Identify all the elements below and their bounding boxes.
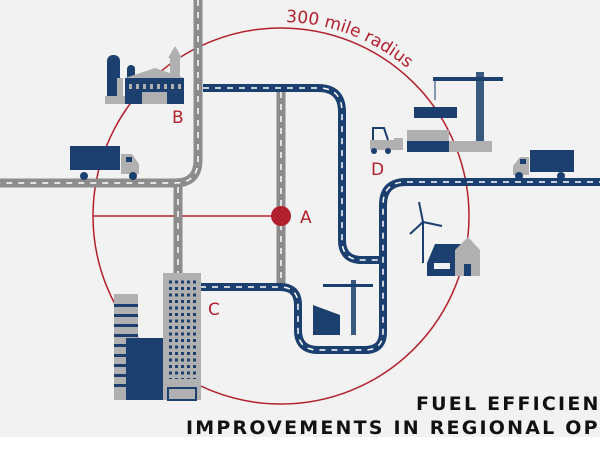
title-line-2: IMPROVEMENTS IN REGIONAL OPERATION: [186, 417, 600, 439]
point-a-marker: [271, 206, 291, 226]
forklift-icon: [370, 127, 403, 154]
background: [0, 0, 600, 437]
truck-icon: [70, 146, 139, 180]
point-c-label: C: [208, 300, 220, 320]
tower-windows: [167, 279, 197, 401]
wind-turbine-icon: [409, 201, 443, 263]
title-line-1: FUEL EFFICIENC: [416, 393, 600, 415]
city-buildings-icon: [114, 273, 201, 401]
bottom-strip: [0, 437, 600, 450]
truck-icon: [513, 150, 574, 180]
point-a-label: A: [300, 208, 312, 228]
point-b-label: B: [172, 108, 184, 128]
port-crane-icon: [370, 72, 503, 154]
navy-roads: [200, 84, 600, 354]
house-icon: [427, 237, 480, 276]
construction-crane-icon: [313, 280, 373, 335]
farm-icon: [105, 46, 184, 104]
point-d-label: D: [371, 160, 384, 180]
gray-roads: [0, 0, 286, 290]
